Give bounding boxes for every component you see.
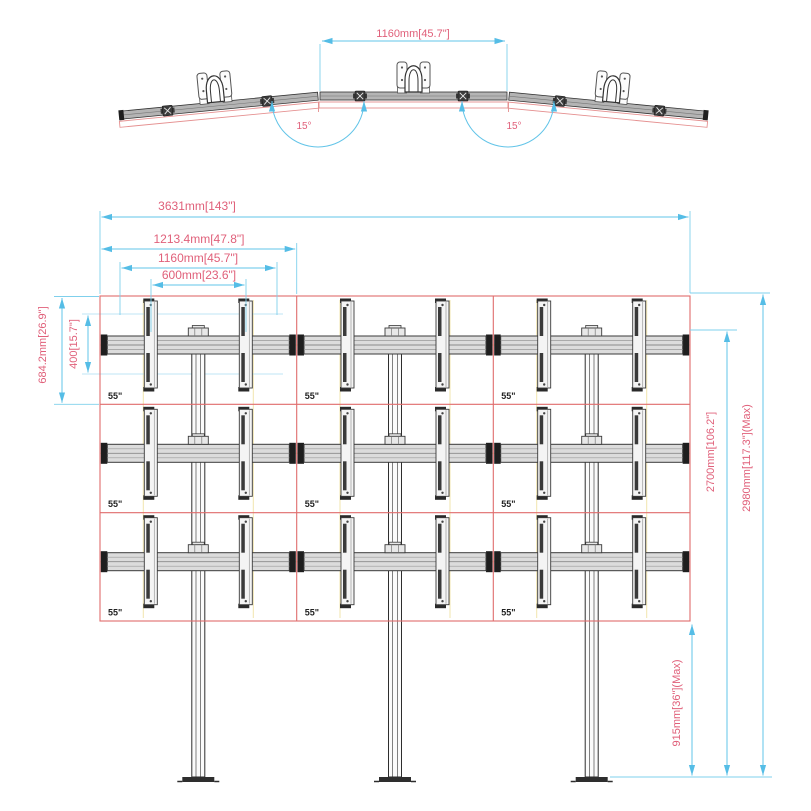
top-width-dim-label: 1160mm[45.7"] bbox=[376, 28, 449, 40]
dim-panel-height: 684.2mm[26.9"] bbox=[37, 306, 49, 383]
screen-size-label: 55" bbox=[501, 391, 515, 401]
top-view: 1160mm[45.7"] 15° 15° bbox=[116, 28, 712, 148]
top-rail-right bbox=[508, 62, 711, 127]
screen-size-label: 55" bbox=[108, 391, 122, 401]
dim-vesa-width: 600mm[23.6"] bbox=[162, 268, 236, 282]
screen-size-label: 55" bbox=[305, 608, 319, 618]
dim-mount-width: 1160mm[45.7"] bbox=[158, 251, 238, 265]
dim-vesa-height: 400[15.7"] bbox=[68, 319, 80, 369]
angle-arc-left bbox=[268, 100, 368, 148]
angle-label-left: 15° bbox=[296, 121, 311, 132]
screen-size-label: 55" bbox=[108, 608, 122, 618]
screen-size-label: 55" bbox=[501, 608, 515, 618]
screen-size-label: 55" bbox=[305, 391, 319, 401]
dim-max-height: 2980mm[117.3"](Max) bbox=[741, 404, 753, 512]
screen-size-label: 55" bbox=[305, 499, 319, 509]
front-view: 55" 55" 55" 55" 55" 55" 55" 55" 55" 3631… bbox=[37, 199, 772, 783]
dim-panel-width: 1213.4mm[47.8"] bbox=[154, 232, 245, 246]
screen-size-labels: 55" 55" 55" 55" 55" 55" 55" 55" 55" bbox=[108, 391, 516, 618]
right-dimensions: 2700mm[106.2"] 2980mm[117.3"](Max) 915mm… bbox=[610, 292, 772, 778]
angle-arc-right bbox=[458, 100, 558, 148]
angle-label-right: 15° bbox=[506, 121, 521, 132]
dim-total-width: 3631mm[143"] bbox=[158, 199, 236, 213]
width-dimensions: 3631mm[143"] 1213.4mm[47.8"] 1160mm[45.7… bbox=[99, 199, 691, 332]
dim-height-2700: 2700mm[106.2"] bbox=[705, 412, 717, 492]
screen-size-label: 55" bbox=[501, 499, 515, 509]
top-rail-center bbox=[318, 61, 509, 112]
top-rail-left bbox=[116, 62, 319, 127]
screen-grid bbox=[99, 295, 691, 622]
screen-size-label: 55" bbox=[108, 499, 122, 509]
left-dimensions: 684.2mm[26.9"] 400[15.7"] bbox=[37, 296, 99, 405]
dim-floor-clearance: 915mm[36"](Max) bbox=[671, 659, 683, 746]
